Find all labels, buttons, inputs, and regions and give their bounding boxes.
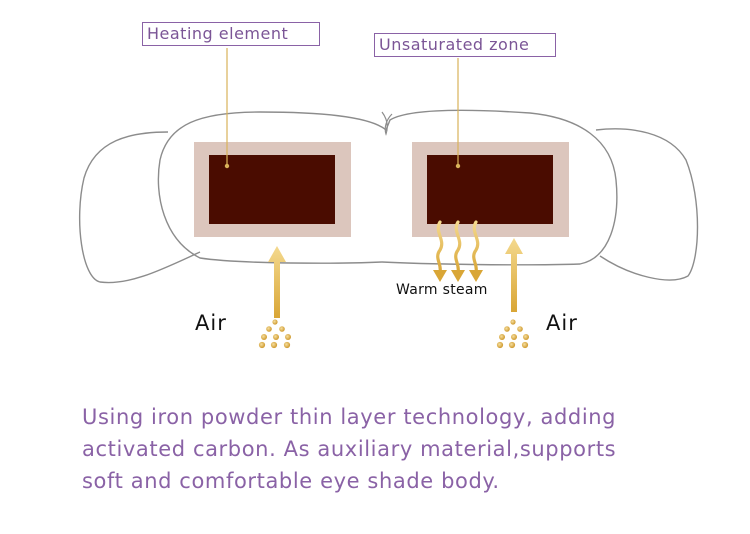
right-ear-strap <box>595 128 699 281</box>
caption-line-2: activated carbon. As auxiliary material,… <box>82 437 617 461</box>
caption-line-3: soft and comfortable eye shade body. <box>82 469 500 493</box>
air-label-right: Air <box>546 311 578 335</box>
heating-leader-dot <box>224 163 230 169</box>
air-label-left: Air <box>195 311 227 335</box>
right-air-particles <box>496 319 529 349</box>
warm-steam-label: Warm steam <box>396 282 488 298</box>
unsaturated-leader-dot <box>455 163 461 169</box>
unsaturated-zone-callout: Unsaturated zone <box>374 33 556 57</box>
warm-steam-arrows <box>436 220 480 274</box>
left-air-arrow <box>268 246 286 318</box>
caption-line-1: Using iron powder thin layer technology,… <box>82 405 617 429</box>
warm-steam-arrowheads <box>433 270 483 282</box>
mask-body-outline <box>157 109 618 266</box>
description-caption: Using iron powder thin layer technology,… <box>82 401 722 497</box>
right-air-arrow <box>505 238 523 312</box>
left-heating-element <box>209 155 335 224</box>
left-air-particles <box>258 319 291 349</box>
heating-element-callout: Heating element <box>142 22 320 46</box>
left-ear-strap <box>78 131 201 284</box>
right-heating-element <box>427 155 553 224</box>
nose-notch <box>381 111 393 136</box>
